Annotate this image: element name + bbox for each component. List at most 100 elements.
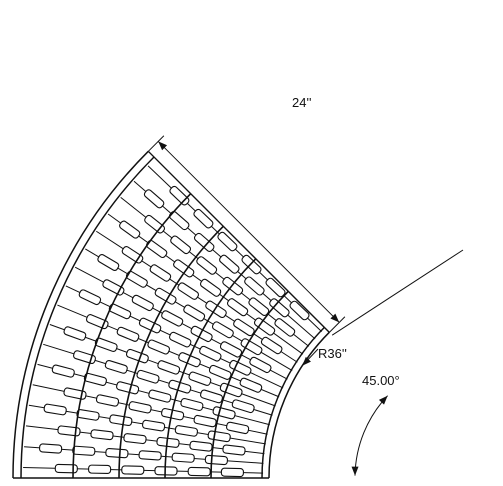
conveyor-wheel: [174, 425, 199, 437]
frame-end: [147, 150, 330, 333]
conveyor-wheel: [244, 276, 265, 296]
conveyor-wheel: [51, 364, 75, 378]
conveyor-wheel: [108, 303, 132, 320]
conveyor-wheel: [222, 444, 246, 456]
conveyor-wheel: [212, 406, 236, 420]
inner-side-frame: [261, 326, 325, 479]
conveyor-wheel: [200, 389, 223, 404]
conveyor-wheel: [125, 270, 148, 288]
inner-rail: [118, 225, 224, 479]
conveyor-wheel: [239, 377, 263, 393]
radius-dimension-label: R36'': [318, 346, 347, 361]
conveyor-wheel: [149, 264, 172, 282]
arrowhead: [330, 313, 340, 323]
conveyor-wheel: [269, 298, 290, 318]
outer-side-frame: [12, 150, 149, 479]
conveyor-wheel: [211, 321, 234, 339]
conveyor-wheel: [169, 185, 190, 206]
conveyor-wheel: [97, 254, 120, 271]
conveyor-wheel: [116, 381, 140, 395]
conveyor-wheel: [138, 450, 162, 461]
conveyor-wheel: [161, 310, 184, 327]
conveyor-wheel: [156, 436, 180, 448]
angle-dimension-label: 45.00°: [362, 373, 400, 388]
conveyor-wheel: [109, 414, 133, 427]
conveyor-wheel: [208, 364, 232, 380]
conveyor-wheel: [231, 399, 255, 414]
conveyor-wheel: [83, 372, 107, 386]
conveyor-wheel: [220, 467, 244, 478]
arrowhead: [158, 141, 168, 151]
conveyor-wheel: [78, 289, 102, 306]
arrowhead: [351, 466, 359, 476]
conveyor-wheel: [219, 341, 243, 358]
conveyor-wheel: [128, 401, 152, 414]
conveyor-wheel: [143, 189, 165, 209]
wheel-array: [23, 165, 323, 478]
conveyor-wheel: [274, 318, 296, 337]
conveyor-wheel: [178, 352, 201, 368]
conveyor-wheel: [131, 294, 154, 312]
width-dimension-label: 24'': [292, 95, 311, 110]
arrowhead: [378, 395, 388, 405]
conveyor-wheel: [196, 256, 218, 275]
conveyor-wheel: [95, 394, 120, 407]
conveyor-wheel: [199, 345, 222, 362]
width-dimension-line: [157, 141, 340, 323]
conveyor-wheel: [205, 300, 227, 319]
conveyor-frame: [12, 150, 330, 479]
extension-line: [328, 316, 346, 333]
arrowhead: [302, 356, 311, 366]
conveyor-wheel: [207, 430, 231, 443]
conveyor-wheel: [189, 440, 213, 452]
conveyor-wheel: [190, 325, 213, 343]
conveyor-wheel: [136, 369, 160, 384]
conveyor-wheel: [157, 360, 181, 375]
conveyor-wheel: [38, 443, 63, 454]
conveyor-wheel: [168, 331, 192, 348]
conveyor-wheel: [146, 239, 168, 259]
conveyor-wheel: [180, 397, 204, 412]
conveyor-wheel: [229, 359, 252, 376]
conveyor-wheel: [168, 379, 192, 394]
inner-rail: [72, 193, 192, 479]
conveyor-wheel: [72, 445, 96, 456]
conveyor-wheel: [171, 452, 195, 463]
conveyor-wheel: [193, 232, 215, 252]
conveyor-wheel: [119, 220, 141, 239]
conveyor-wheel: [260, 336, 283, 355]
conveyor-wheel: [173, 259, 195, 278]
angle-extension-line: [331, 249, 464, 336]
conveyor-wheel: [219, 382, 243, 398]
conveyor-wheel: [217, 231, 238, 252]
dimension-lines: [147, 135, 464, 476]
conveyor-wheel: [125, 348, 149, 364]
conveyor-wheel: [193, 414, 217, 428]
conveyor-wheel: [253, 317, 276, 336]
conveyor-wheel: [199, 278, 222, 297]
conveyor-wheel: [265, 277, 286, 298]
conveyor-wheel: [187, 466, 211, 477]
conveyor-wheel: [154, 287, 177, 305]
conveyor-wheel: [226, 421, 250, 435]
conveyor-wheel: [222, 276, 244, 296]
conveyor-wheel: [94, 337, 118, 353]
angle-dimension-arc: [354, 395, 388, 476]
conveyor-wheel: [193, 208, 214, 229]
extension-line: [147, 135, 165, 152]
conveyor-wheel: [168, 211, 190, 231]
conveyor-wheel: [76, 409, 100, 421]
conveyor-wheel: [177, 282, 199, 300]
conveyor-wheel: [219, 254, 240, 274]
conveyor-wheel: [138, 317, 162, 334]
inner-rail: [164, 258, 257, 479]
conveyor-wheel: [104, 360, 128, 374]
conveyor-wheel: [147, 339, 171, 355]
conveyor-wheel: [249, 356, 272, 374]
conveyor-wheel: [170, 235, 192, 255]
conveyor-wheel: [105, 447, 129, 459]
conveyor-wheel: [43, 403, 67, 416]
conveyor-wheel: [57, 425, 81, 437]
